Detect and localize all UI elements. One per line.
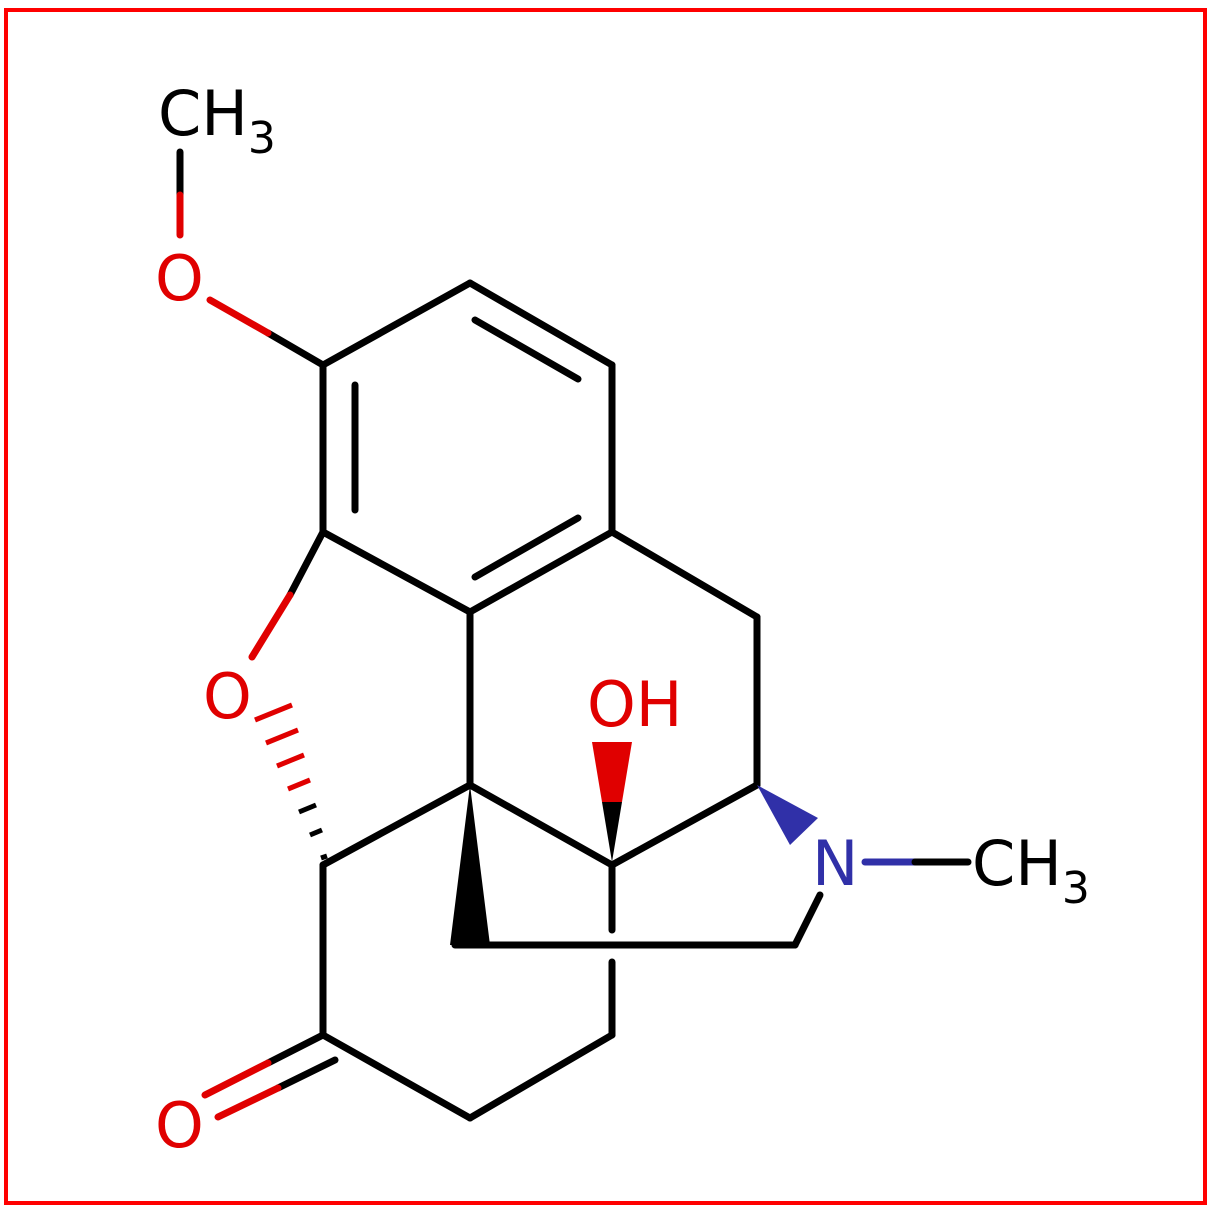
atom-labels: CH3 O O OH N CH3 O [155, 77, 1090, 1162]
bond-ring-oxygen-red [206, 296, 272, 337]
bond-c10-c9-a [608, 528, 761, 621]
bond-ring-top-right [466, 279, 616, 369]
bond-ring-top-right-inner [471, 316, 582, 383]
bond-c7-c8 [466, 1031, 616, 1122]
bond-c14-c9 [608, 781, 761, 869]
bond-ether-red [248, 591, 294, 661]
bond-ring-bottom-right-inner [471, 514, 582, 581]
methoxy-carbon-label: CH3 [158, 77, 276, 164]
wedge-bond-hydroxyl [592, 742, 632, 862]
hetero-bonds [176, 191, 972, 1121]
bond-c6-c7 [319, 1031, 474, 1122]
bond-ketone-red-b [214, 1084, 282, 1121]
n-methyl-label: CH3 [972, 827, 1090, 914]
ether-oxygen-label: O [203, 660, 252, 733]
hydroxyl-label: OH [587, 668, 682, 741]
methoxy-oxygen-label: O [155, 242, 204, 315]
bonds [176, 148, 824, 1122]
wedge-bond-c13 [450, 785, 490, 945]
image-border [4, 8, 1207, 1205]
bond-ring-oxygen-black [264, 329, 327, 369]
bond-c13-c14 [466, 781, 616, 869]
nitrogen-label: N [812, 827, 858, 900]
bond-ketone-red-a [201, 1059, 272, 1099]
bond-ring-bottom-left [319, 528, 474, 616]
bond-c13-c5 [319, 781, 474, 869]
bond-bridge-n [791, 891, 824, 949]
bond-ether-black [286, 528, 327, 599]
bond-ring-top-left [319, 279, 474, 369]
bond-ring-bottom-right [466, 528, 616, 616]
ketone-oxygen-label: O [155, 1089, 204, 1162]
hashed-wedge-bond [254, 702, 328, 861]
wedge-bond-nitrogen [757, 785, 818, 845]
bond-ketone-black-b [274, 1056, 339, 1092]
bond-ketone-black-a [264, 1031, 327, 1067]
